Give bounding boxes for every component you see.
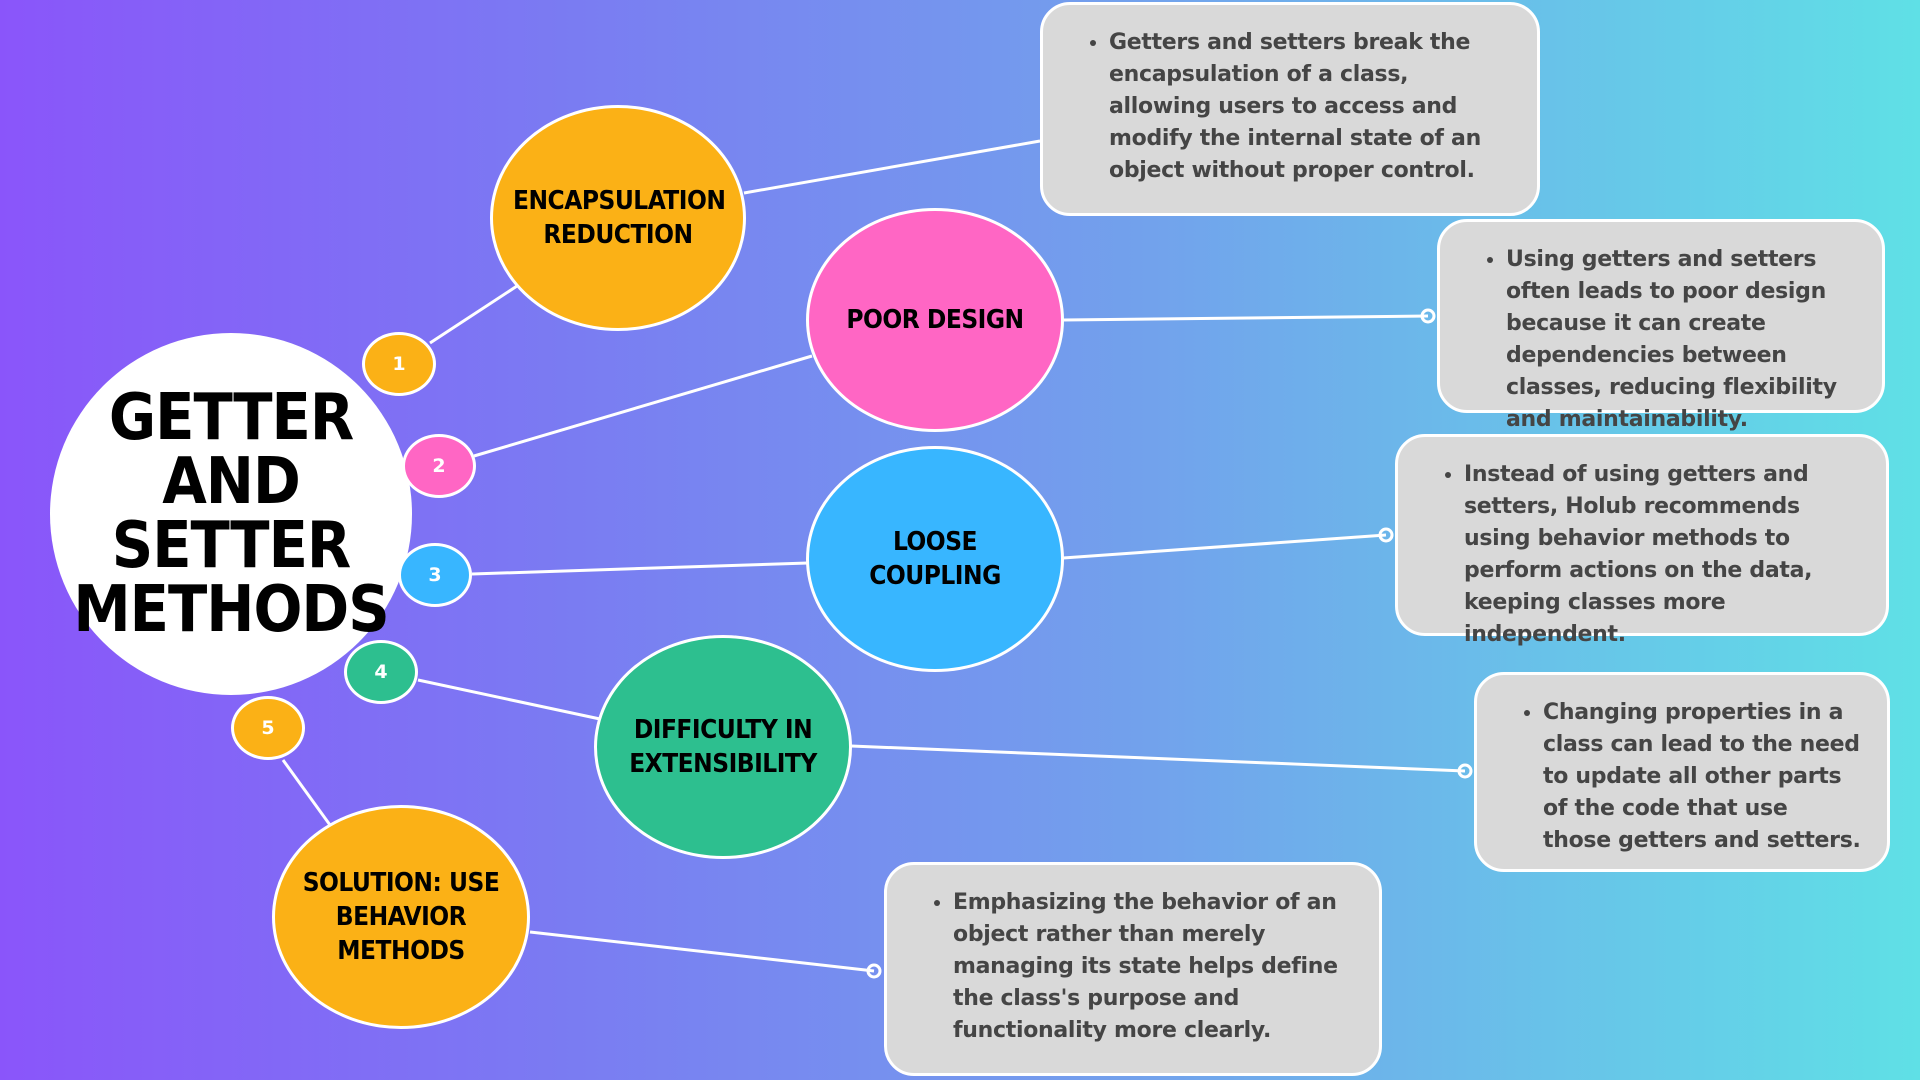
number-badge-3: 3 <box>398 543 472 607</box>
connector-end-dot-3 <box>1378 527 1394 543</box>
connector-topic-4-card-4 <box>850 744 1466 773</box>
topic-node-loose-coupling: LOOSE COUPLING <box>806 446 1064 672</box>
detail-card-1: Getters and setters break the encapsulat… <box>1040 2 1540 216</box>
connector-badge-1-topic-1 <box>429 284 518 345</box>
topic-label: LOOSE COUPLING <box>869 527 1001 591</box>
topic-label: ENCAPSULATION REDUCTION <box>513 186 726 250</box>
detail-bullet: Emphasizing the behavior of an object ra… <box>953 887 1353 1047</box>
topic-node-difficulty-in-extensibility: DIFFICULTY IN EXTENSIBILITY <box>594 635 852 859</box>
topic-node-poor-design: POOR DESIGN <box>806 208 1064 432</box>
connector-topic-2-card-2 <box>1062 314 1429 322</box>
diagram-title: GETTER AND SETTER METHODS <box>73 381 389 647</box>
detail-bullet: Using getters and setters often leads to… <box>1506 244 1856 436</box>
topic-label: POOR DESIGN <box>846 305 1024 335</box>
number-badge-5: 5 <box>231 696 305 760</box>
detail-bullet: Changing properties in a class can lead … <box>1543 697 1861 857</box>
detail-bullet: Getters and setters break the encapsulat… <box>1109 27 1511 187</box>
connector-topic-5-card-5 <box>529 930 875 973</box>
topic-label: SOLUTION: USE BEHAVIOR METHODS <box>302 868 500 966</box>
topic-node-solution-use-behavior-methods: SOLUTION: USE BEHAVIOR METHODS <box>272 805 530 1029</box>
number-badge-2: 2 <box>402 434 476 498</box>
number-badge-4: 4 <box>344 640 418 704</box>
detail-card-4: Changing properties in a class can lead … <box>1474 672 1890 872</box>
connector-topic-3-card-3 <box>1062 533 1387 560</box>
topic-node-encapsulation-reduction: ENCAPSULATION REDUCTION <box>490 105 746 331</box>
connector-badge-3-topic-3 <box>471 561 809 576</box>
detail-bullet: Instead of using getters and setters, Ho… <box>1464 459 1860 651</box>
title-node: GETTER AND SETTER METHODS <box>50 333 412 695</box>
connector-badge-5-topic-5 <box>281 759 332 826</box>
connector-badge-2-topic-2 <box>473 354 813 458</box>
connector-topic-1-card-1 <box>743 139 1041 195</box>
connector-end-dot-4 <box>1457 763 1473 779</box>
connector-badge-4-topic-4 <box>417 678 601 721</box>
detail-card-3: Instead of using getters and setters, Ho… <box>1395 434 1889 647</box>
topic-label: DIFFICULTY IN EXTENSIBILITY <box>629 715 817 779</box>
connector-end-dot-2 <box>1420 308 1436 324</box>
detail-card-2: Using getters and setters often leads to… <box>1437 219 1885 432</box>
detail-card-5: Emphasizing the behavior of an object ra… <box>884 862 1382 1076</box>
number-badge-1: 1 <box>362 332 436 396</box>
connector-end-dot-5 <box>866 963 882 979</box>
